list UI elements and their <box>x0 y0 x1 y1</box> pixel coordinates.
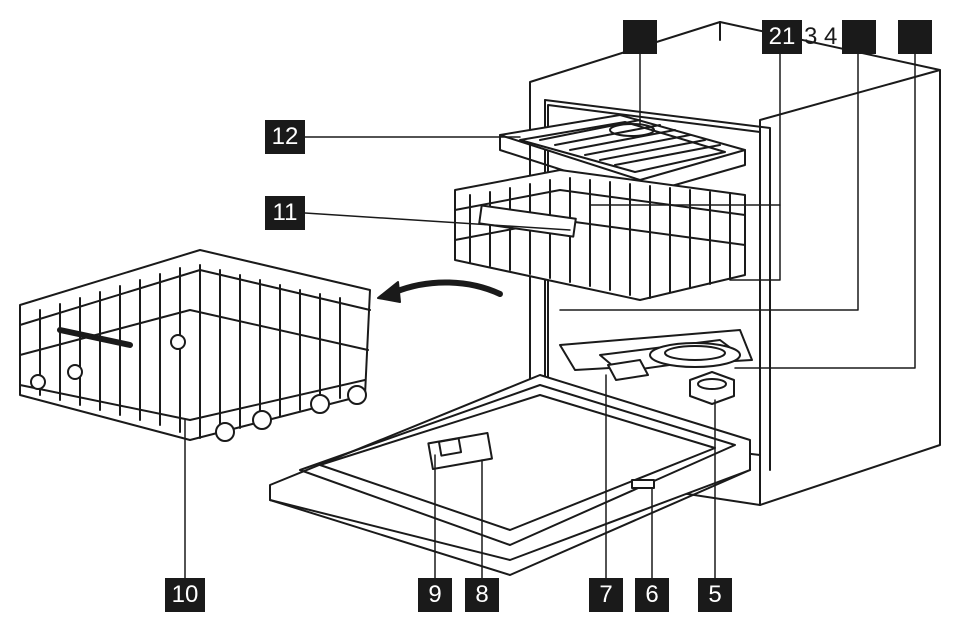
callout-3: 3 4 <box>804 23 838 50</box>
callout-11: 11 <box>265 196 305 230</box>
removal-arrow <box>377 279 503 303</box>
upper-basket <box>454 169 746 301</box>
callout-1 <box>623 20 657 54</box>
callout-5: 5 <box>698 578 732 612</box>
callout-9: 9 <box>418 578 452 612</box>
filter-assembly <box>607 359 735 405</box>
leader-lines <box>184 44 916 579</box>
callout-4b <box>898 20 932 54</box>
callout-6: 6 <box>635 578 669 612</box>
callout-8: 8 <box>465 578 499 612</box>
callout-2: 21 <box>762 20 802 54</box>
callout-10: 10 <box>165 578 205 612</box>
lower-basket <box>19 249 371 442</box>
callout-7: 7 <box>589 578 623 612</box>
callout-12: 12 <box>265 120 305 154</box>
tub <box>547 104 761 456</box>
callout-4 <box>842 20 876 54</box>
door <box>269 374 751 576</box>
